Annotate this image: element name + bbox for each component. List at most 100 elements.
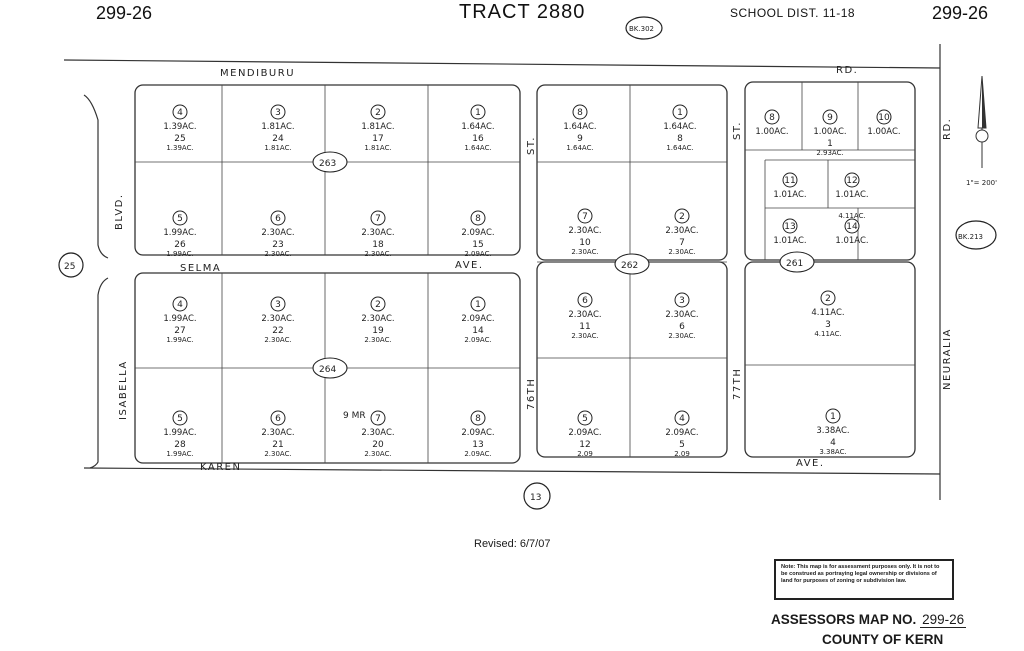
parcel: 141.01AC. [835, 218, 869, 246]
parcel-acreage: 1.81AC. [361, 122, 394, 132]
parcel-number-circle [172, 104, 188, 120]
lot-acreage: 2.30AC. [668, 248, 695, 256]
parcel-number-circle [172, 210, 188, 226]
lot-number: 3 [825, 320, 831, 330]
assessor-map-text: ASSESSORS MAP NO. [771, 612, 917, 627]
parcel-number: 8 [475, 414, 481, 424]
parcel-number: 14 [846, 222, 858, 232]
lot-number: 16 [472, 134, 484, 144]
parcel-number-circle [820, 290, 836, 306]
book-ref-label: BK.302 [629, 25, 654, 33]
street-77th: 77TH [732, 368, 743, 400]
parcel-number: 3 [275, 108, 281, 118]
block-number: 264 [319, 365, 336, 375]
block-261-lower [744, 261, 916, 458]
parcel-acreage: 2.09AC. [461, 428, 494, 438]
lot-acreage: 2.09AC. [464, 450, 491, 458]
mendiburu-road-line [63, 59, 941, 69]
street-karen-ave: AVE. [796, 458, 825, 469]
bottom-ref-label: 13 [530, 493, 541, 503]
street-selma: SELMA [180, 263, 221, 274]
lot-acreage: 1.39AC. [166, 144, 193, 152]
block-number: 261 [786, 259, 803, 269]
parcel: 51.99AC.261.99AC. [163, 210, 197, 258]
lot-number: 10 [579, 238, 591, 248]
parcel-number-circle [577, 208, 593, 224]
parcel-number: 7 [582, 212, 588, 222]
lot-acreage: 2.09 [674, 450, 690, 458]
parcel: 131.01AC. [773, 218, 807, 246]
parcel-number-circle [672, 104, 688, 120]
parcel-acreage: 2.30AC. [261, 428, 294, 438]
parcel-number-circle [470, 296, 486, 312]
lot-number: 28 [174, 440, 186, 450]
lot-acreage: 1.99AC. [166, 250, 193, 258]
lot-acreage: 2.09 [577, 450, 593, 458]
lot-acreage: 2.30AC. [364, 250, 391, 258]
parcel-acreage: 2.30AC. [361, 228, 394, 238]
parcel-acreage: 2.09AC. [461, 314, 494, 324]
parcel-number-circle [577, 292, 593, 308]
block-number: 262 [621, 261, 638, 271]
lot-number: 27 [174, 326, 185, 336]
parcel: 22.30AC.192.30AC. [361, 296, 395, 344]
parcel-number: 3 [679, 296, 685, 306]
parcel-acreage: 2.30AC. [665, 226, 698, 236]
parcel-number: 1 [475, 300, 481, 310]
street-mendiburu: MENDIBURU [220, 68, 295, 79]
parcel-acreage: 2.09AC. [568, 428, 601, 438]
karen-ave-line [83, 467, 941, 475]
parcel-number-circle [764, 109, 780, 125]
parcel: 22.30AC.72.30AC. [665, 208, 699, 256]
lot-acreage: 2.30AC. [264, 336, 291, 344]
street-karen: KAREN [200, 462, 241, 473]
parcel: 31.81AC.241.81AC. [261, 104, 295, 152]
parcel-acreage: 2.30AC. [665, 310, 698, 320]
lot-number: 15 [472, 240, 483, 250]
lot-acreage: 1.64AC. [464, 144, 491, 152]
parcel: 72.30AC.102.30AC. [568, 208, 602, 256]
north-arrow-icon [975, 75, 989, 168]
parcel-acreage: 2.30AC. [361, 314, 394, 324]
parcel: 13.38AC.43.38AC. [816, 408, 850, 456]
parcel: 41.39AC.251.39AC. [163, 104, 197, 152]
parcel-number-circle [674, 292, 690, 308]
parcel-number-circle [572, 104, 588, 120]
parcel: 11.64AC.81.64AC. [663, 104, 697, 152]
parcel-number-circle [844, 218, 860, 234]
lot-number: 22 [272, 326, 283, 336]
lot-number: 25 [174, 134, 185, 144]
parcel-number: 11 [784, 176, 795, 186]
lot-acreage: 1.81AC. [364, 144, 391, 152]
street-labels: MENDIBURU RD. SELMA AVE. KAREN AVE. BLVD… [114, 65, 953, 473]
lot-number: 12 [579, 440, 590, 450]
lot-number: 6 [679, 322, 685, 332]
parcel-number: 4 [177, 108, 183, 118]
parcel: 62.30AC.112.30AC. [568, 292, 602, 340]
parcel-number: 8 [577, 108, 583, 118]
parcel: 32.30AC.62.30AC. [665, 292, 699, 340]
assessor-map-number: 299-26 [920, 612, 967, 628]
lot-number: 7 [679, 238, 685, 248]
lot-number: 18 [372, 240, 384, 250]
left-road-curve-lower [89, 277, 109, 469]
parcel-number-circle [370, 210, 386, 226]
parcel-number: 6 [582, 296, 588, 306]
county-label: COUNTY OF KERN [822, 632, 944, 647]
street-st-col1: ST. [526, 136, 537, 155]
parcel-number: 10 [878, 113, 890, 123]
parcel-acreage: 2.30AC. [568, 310, 601, 320]
parcel-number-circle [822, 109, 838, 125]
lot-acreage: 3.38AC. [819, 448, 846, 456]
parcel-number-circle [876, 109, 892, 125]
page-number-left: 299-26 [96, 3, 153, 23]
right-ref-label: BK.213 [958, 233, 983, 241]
street-st-col2: ST. [732, 121, 743, 140]
parcel-number: 6 [275, 214, 281, 224]
block-261-upper [744, 81, 916, 261]
parcel: 51.99AC.281.99AC. [163, 410, 197, 458]
parcel-number-circle [270, 104, 286, 120]
lot-acreage: 2.30AC. [264, 450, 291, 458]
parcel-number-circle [470, 104, 486, 120]
